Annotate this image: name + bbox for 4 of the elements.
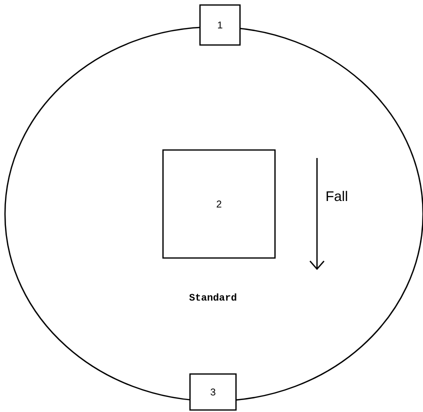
numbered-box: 3 xyxy=(189,373,237,411)
numbered-box: 1 xyxy=(199,4,241,46)
arrow-label: Fall xyxy=(326,190,348,202)
numbered-box: 2 xyxy=(162,149,276,259)
